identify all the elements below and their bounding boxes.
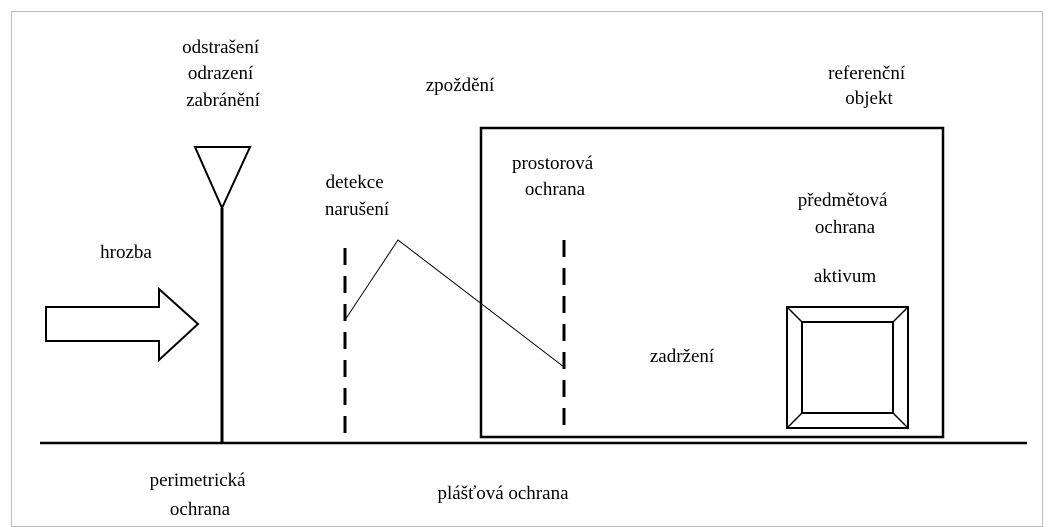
asset-label: aktivum — [814, 266, 876, 287]
shell-protection-label: plášťová ochrana — [437, 483, 569, 504]
reference-object-label: referenční objekt — [828, 63, 910, 109]
asset-box — [786, 306, 909, 429]
space-protection-label: prostorová ochrana — [512, 153, 598, 200]
reference-object-box — [479, 126, 945, 439]
threat-arrow-icon — [45, 286, 200, 363]
object-protection-label: předmětová ochrana — [798, 190, 892, 238]
threat-label: hrozba — [100, 242, 152, 263]
intrusion-path-line — [344, 239, 565, 368]
deterrence-label: odstrašení odrazení zabránění — [182, 37, 264, 111]
intrusion-detection-label: detekce narušení — [325, 172, 390, 220]
perimeter-triangle-icon — [193, 146, 252, 211]
perimeter-protection-label: perimetrická ochrana — [150, 470, 251, 520]
delay-label: zpoždění — [426, 75, 495, 96]
detention-label: zadržení — [650, 346, 715, 367]
